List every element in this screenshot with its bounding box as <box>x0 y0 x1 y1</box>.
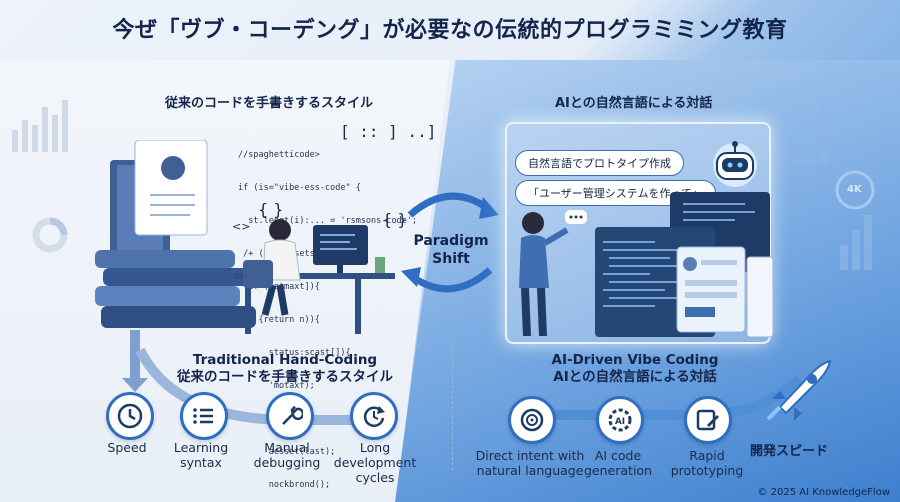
right-title-ja: AIとの自然言語による対話 <box>553 369 717 385</box>
speed-step <box>106 392 154 440</box>
right-section-title: AI-Driven Vibe Coding AIとの自然言語による対話 <box>530 352 740 386</box>
manual-debugging-step <box>266 392 314 440</box>
left-title-en: Traditional Hand-Coding <box>192 352 378 368</box>
bracket-art: [ :: ] ..] <box>340 122 437 141</box>
paradigm-word: Paradigm <box>413 233 489 249</box>
code-line: 'motaxf); <box>238 381 315 391</box>
long-cycles-label: Long development cycles <box>333 440 417 485</box>
left-section-title: Traditional Hand-Coding 従来のコードを手書きするスタイル <box>170 352 400 386</box>
paradigm-shift-label: Paradigm Shift <box>408 232 494 268</box>
book-stack-illustration <box>95 140 256 328</box>
donut-chart-decoration <box>32 217 68 253</box>
center-divider <box>452 345 453 470</box>
left-header: 従来のコードを手書きするスタイル <box>165 96 374 111</box>
brace-left: { } <box>258 200 284 219</box>
ai-code-generation-step: AI <box>596 396 644 444</box>
ai-code-generation-label: AI code generation <box>584 448 652 478</box>
right-chart-decoration <box>795 105 875 270</box>
code-line: status:scast[]){ <box>238 348 351 358</box>
developer-at-desk-illustration <box>235 219 395 334</box>
code-line: {return n)){ <box>238 315 320 325</box>
learning-syntax-label: Learning syntax <box>173 440 229 470</box>
generated-code-panels <box>595 192 774 338</box>
direct-intent-step <box>508 396 556 444</box>
badge-4k: 4K <box>847 184 862 195</box>
left-title-ja: 従来のコードを手書きするスタイル <box>177 369 393 385</box>
chat-bubble-prototype: 自然言語でプロトタイプ作成 <box>515 150 684 176</box>
list-icon <box>193 408 213 424</box>
ai-gear-icon: AI <box>608 408 632 432</box>
right-header: AIとの自然言語による対話 <box>555 96 713 111</box>
left-bar-chart-decoration <box>12 100 68 152</box>
code-line: nockbrond(); <box>238 480 331 490</box>
wrench-icon <box>282 405 303 425</box>
code-line: st.lengt(i):... = 'rsmsons-code'; <box>238 216 418 226</box>
target-icon <box>520 408 544 432</box>
speed-label: Speed <box>107 440 147 455</box>
dev-speed-label: 開発スピード <box>750 444 829 459</box>
tag-symbol: <> <box>232 220 251 233</box>
woman-pointing-illustration <box>519 212 569 337</box>
svg-text:AI: AI <box>615 417 625 427</box>
brace-right: { } <box>382 210 408 229</box>
cycle-icon <box>363 406 385 427</box>
code-line: if (is="vibe-ess-code" { <box>238 183 361 193</box>
rapid-prototyping-step <box>684 396 732 444</box>
rocket-icon <box>766 359 832 421</box>
code-line: //spaghetticode> <box>238 150 320 160</box>
clock-icon <box>117 403 143 429</box>
shift-word: Shift <box>432 251 470 267</box>
page-title: 今ぜ「ヴブ・コーデング」が必要なの伝統的プログラミミング教育 <box>112 18 788 43</box>
robot-assistant-icon <box>713 141 757 187</box>
manual-debugging-label: Manual debugging <box>253 440 321 470</box>
long-cycles-step <box>350 392 398 440</box>
code-line: aesset(last); <box>238 447 336 457</box>
copyright-footer: © 2025 AI KnowledgeFlow <box>757 487 890 498</box>
rapid-prototyping-label: Rapid prototyping <box>670 448 744 478</box>
paradigm-shift-arrows <box>401 192 499 293</box>
chat-dots-icon <box>565 210 587 224</box>
learning-syntax-step <box>180 392 228 440</box>
direct-intent-label: Direct intent with natural language <box>475 448 585 478</box>
right-title-en: AI-Driven Vibe Coding <box>551 352 719 368</box>
edit-icon <box>696 409 719 431</box>
